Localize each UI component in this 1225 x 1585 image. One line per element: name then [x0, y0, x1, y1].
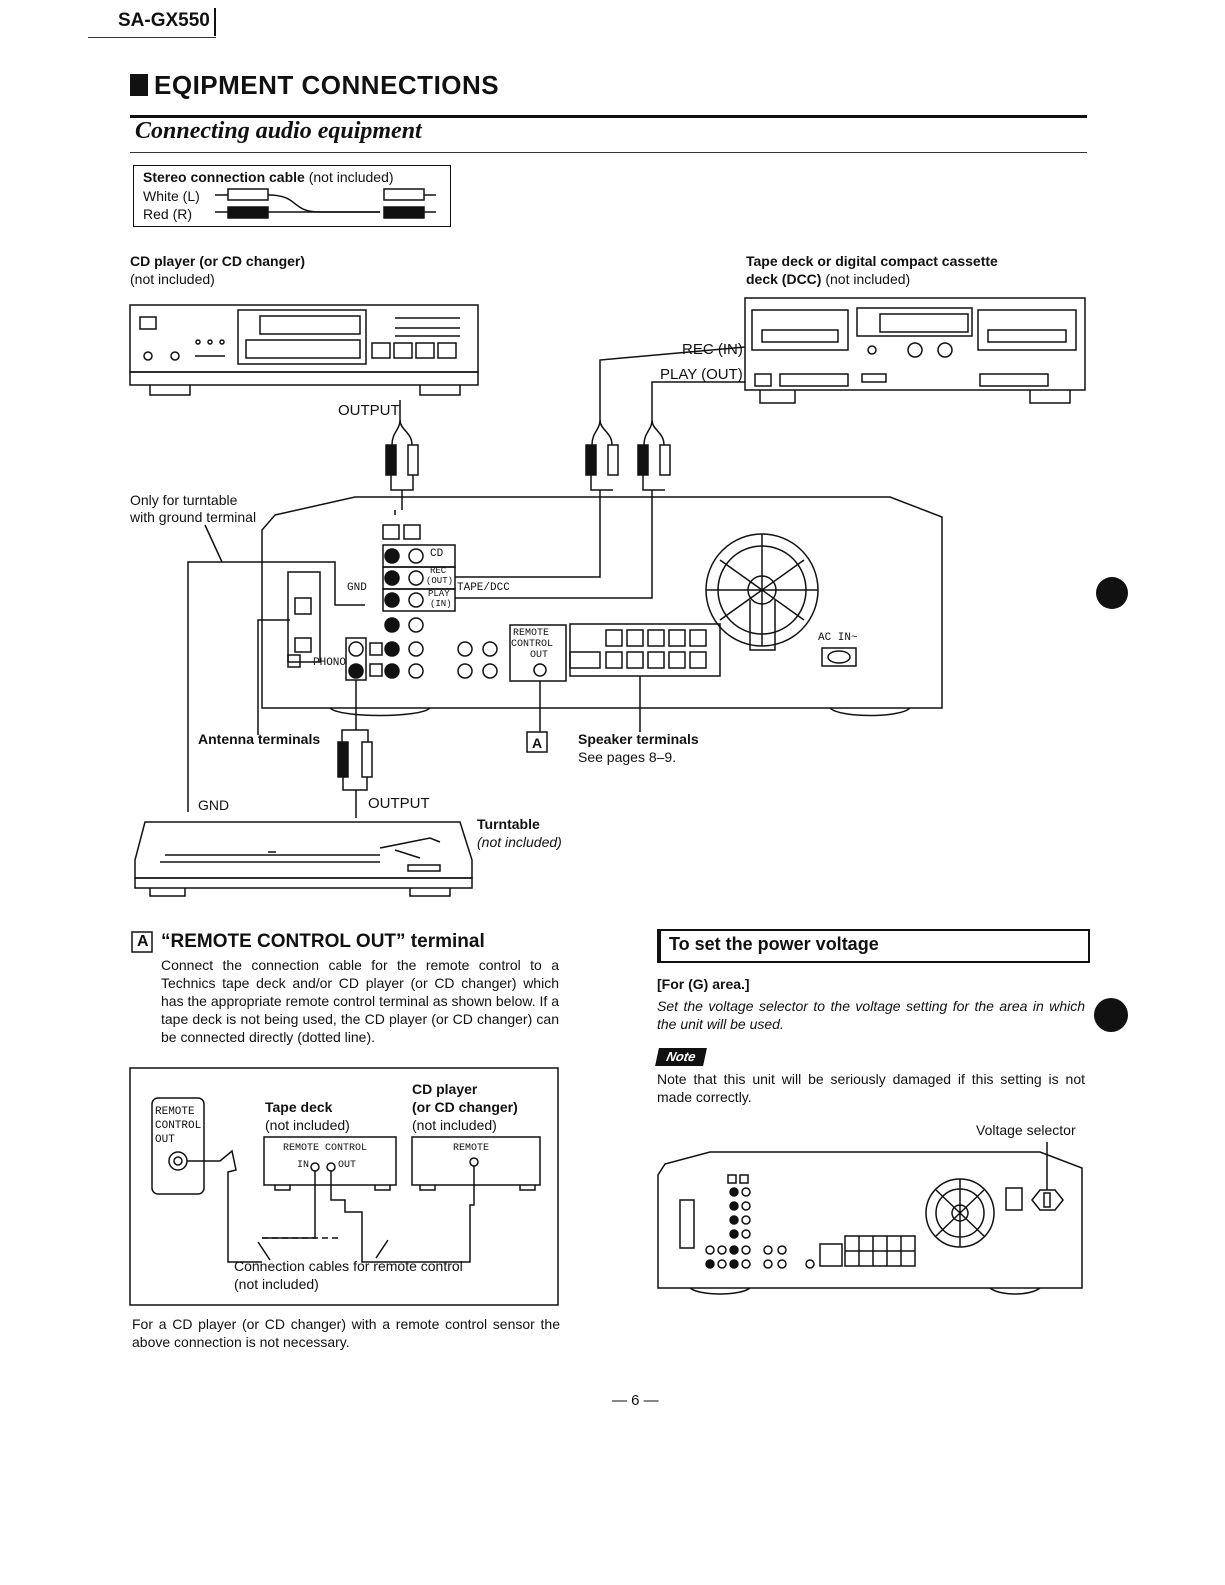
tape-deck-title: Tape deck or digital compact cassette	[746, 253, 998, 269]
box-out2-label: OUT	[338, 1160, 357, 1171]
binder-hole-mark	[1094, 998, 1128, 1032]
speaker-see-pages: See pages 8–9.	[578, 749, 677, 765]
rec-in-label: REC (IN)	[682, 341, 743, 358]
panel-remote-out-label: OUT	[530, 650, 549, 661]
turntable-note: (not included)	[477, 834, 562, 850]
panel-rec-label: REC	[430, 566, 447, 576]
power-voltage-title-box	[657, 929, 1090, 963]
speaker-terminals-label: Speaker terminals	[578, 731, 699, 747]
cd-player-note: (not included)	[130, 271, 215, 287]
turntable-ground-note-2: with ground terminal	[130, 509, 257, 525]
turntable-drawing	[134, 821, 473, 897]
box-out-label: OUT	[155, 1134, 175, 1146]
panel-gnd-label: GND	[347, 582, 367, 594]
cable-white-label: White (L)	[143, 188, 200, 204]
cable-title: Stereo connection cable	[143, 169, 305, 185]
box-cd-note: (not included)	[412, 1117, 497, 1133]
remote-section-body: Connect the connection cable for the rem…	[161, 957, 559, 1045]
remote-section-badge: A	[137, 933, 149, 950]
power-voltage-title: To set the power voltage	[669, 934, 879, 954]
label-a-badge: A	[532, 735, 543, 751]
tape-deck-title2: deck (DCC)	[746, 271, 822, 287]
note-badge: Note	[655, 1048, 707, 1066]
stereo-cable-box	[133, 165, 451, 227]
bullet-square-icon	[130, 74, 148, 96]
box-control-label: CONTROL	[155, 1120, 202, 1132]
cd-player-drawing	[129, 304, 479, 396]
panel-remote-label: REMOTE	[513, 628, 550, 639]
binder-hole-mark	[1096, 577, 1128, 609]
box-cables-label: Connection cables for remote control	[234, 1258, 463, 1274]
box-in-label: IN	[297, 1160, 310, 1171]
gnd-label: GND	[198, 797, 230, 813]
turntable-title: Turntable	[477, 816, 540, 832]
box-remote-control-label: REMOTE CONTROL	[283, 1143, 368, 1154]
panel-phono-label: PHONO	[313, 657, 347, 669]
remote-section-footer: For a CD player (or CD changer) with a r…	[132, 1316, 560, 1350]
panel-tape-dcc-label: TAPE/DCC	[457, 582, 510, 594]
box-tape-deck-note: (not included)	[265, 1117, 350, 1133]
turntable-ground-note-1: Only for turntable	[130, 492, 238, 508]
tape-deck-note: (not included)	[825, 271, 911, 287]
panel-play-label: PLAY	[428, 589, 450, 599]
tape-deck-drawing	[744, 297, 1086, 404]
box-remote-label: REMOTE	[155, 1106, 195, 1118]
cable-box-title: Stereo connection cable (not included)	[143, 168, 394, 186]
turntable-output-label: OUTPUT	[368, 795, 430, 812]
voltage-selector-label: Voltage selector	[976, 1122, 1076, 1138]
subtitle-rule	[130, 152, 1087, 153]
box-remote2-label: REMOTE	[453, 1143, 490, 1154]
panel-out-label: (OUT)	[426, 576, 454, 586]
box-cd-player-title: CD player	[412, 1081, 478, 1097]
page-number: — 6 —	[612, 1392, 659, 1409]
power-voltage-area: [For (G) area.]	[657, 976, 750, 992]
panel-cd-label: CD	[430, 548, 444, 560]
page-title-text: EQIPMENT CONNECTIONS	[154, 70, 500, 100]
stereo-cable-icon	[215, 188, 436, 219]
box-cables-note: (not included)	[234, 1276, 319, 1292]
amplifier-rear-drawing	[261, 496, 943, 717]
remote-section-title: “REMOTE CONTROL OUT” terminal	[161, 931, 485, 952]
panel-ac-in-label: AC IN~	[818, 632, 858, 644]
cd-player-title: CD player (or CD changer)	[130, 253, 306, 269]
panel-control-label: CONTROL	[511, 639, 554, 650]
cable-red-label: Red (R)	[143, 206, 193, 222]
voltage-selector-drawing	[657, 1142, 1083, 1295]
section-subtitle: Connecting audio equipment	[135, 118, 422, 144]
page-title: EQIPMENT CONNECTIONS	[130, 70, 499, 101]
power-voltage-note: Note that this unit will be seriously da…	[657, 1071, 1085, 1105]
box-cd-changer-title: (or CD changer)	[412, 1099, 518, 1115]
play-out-label: PLAY (OUT)	[660, 366, 743, 383]
model-number: SA-GX550	[118, 10, 210, 31]
box-tape-deck-title: Tape deck	[265, 1099, 333, 1115]
antenna-terminals-label: Antenna terminals	[198, 731, 321, 747]
cable-title-note: (not included)	[308, 169, 394, 185]
cd-output-label: OUTPUT	[338, 402, 400, 419]
model-divider	[214, 8, 216, 36]
title-rule	[130, 115, 1087, 118]
tape-deck-title-line2: deck (DCC) (not included)	[746, 270, 910, 288]
model-underline	[88, 37, 216, 38]
power-voltage-body: Set the voltage selector to the voltage …	[657, 998, 1085, 1032]
panel-in-label: (IN)	[430, 599, 452, 609]
